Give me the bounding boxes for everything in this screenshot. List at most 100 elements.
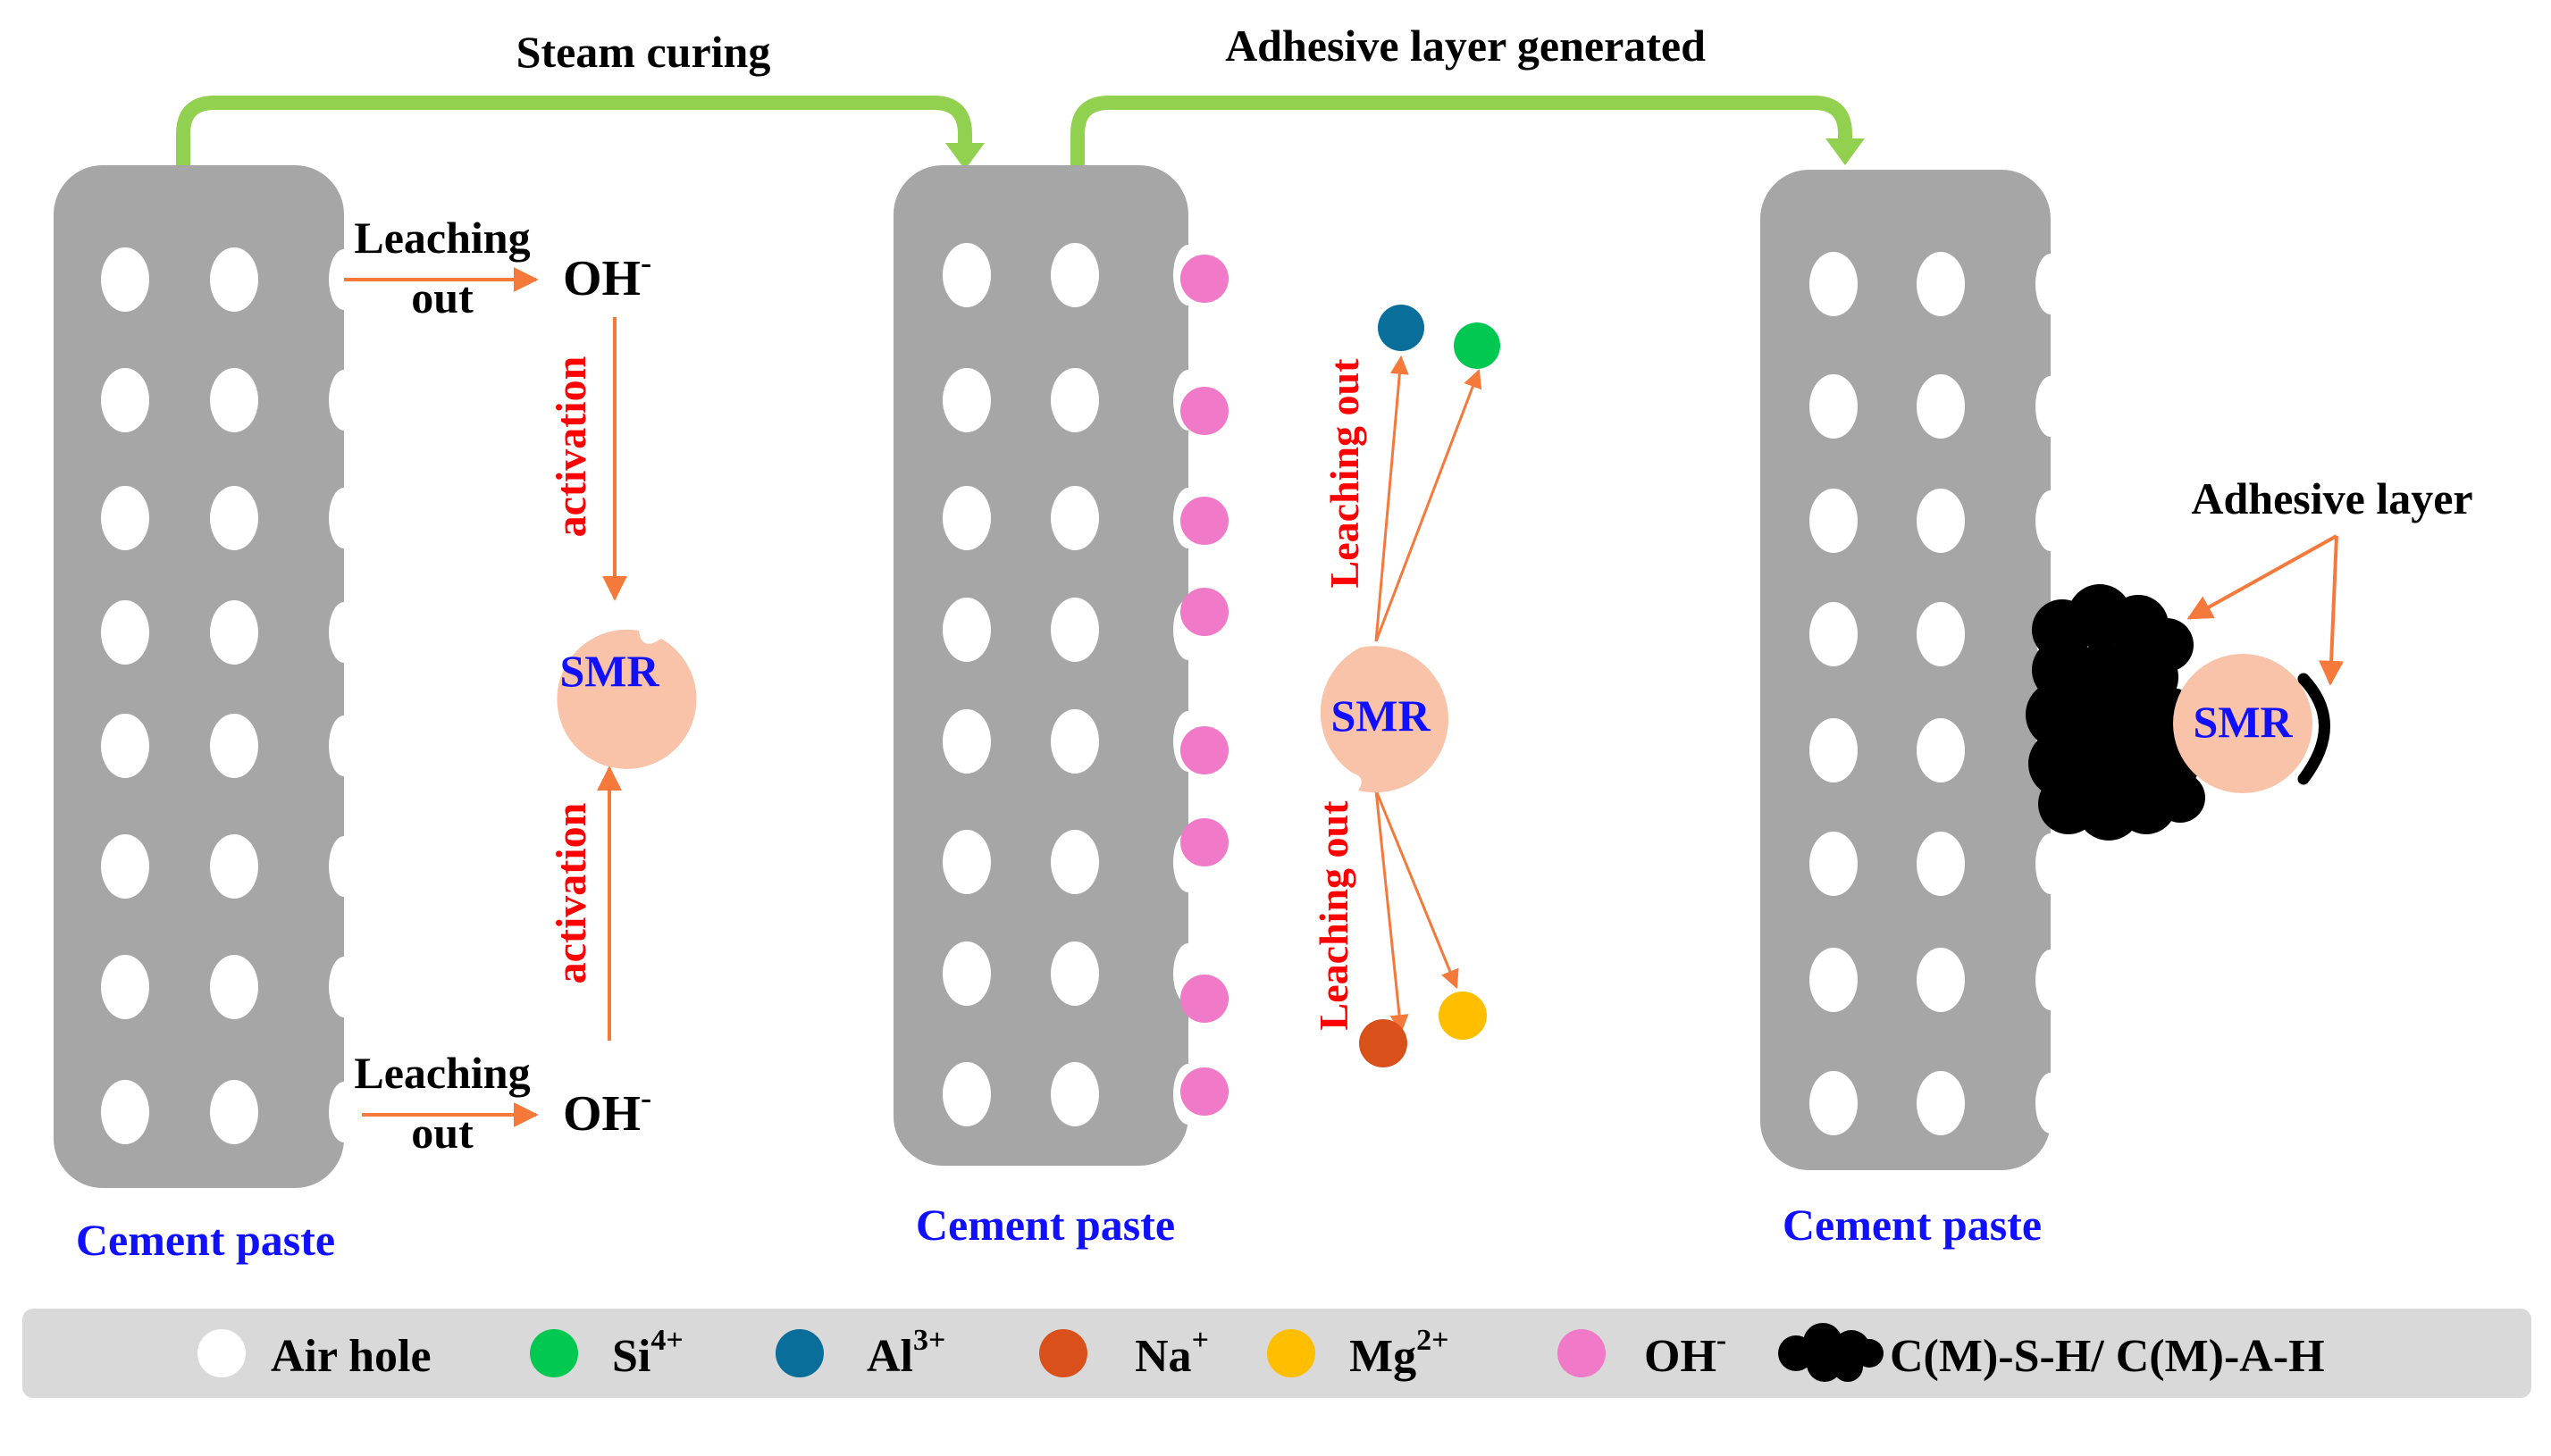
- cement-paste-caption-3: Cement paste: [1783, 1200, 2042, 1250]
- air-hole: [1917, 718, 1965, 782]
- leaching-out-bottom-line1: Leaching: [354, 1048, 530, 1098]
- smr-label-2: SMR: [1330, 690, 1431, 741]
- oh-ion: [1180, 1067, 1229, 1116]
- activation-label-top: activation: [548, 356, 595, 538]
- oh-ion-icon: [1557, 1329, 1606, 1377]
- air-hole: [1051, 598, 1099, 662]
- air-hole-edge: [329, 602, 359, 663]
- legend-label-air-hole: Air hole: [271, 1331, 432, 1382]
- smr-label-1: SMR: [559, 646, 659, 696]
- air-hole: [1809, 1071, 1858, 1135]
- air-hole: [1809, 948, 1858, 1012]
- gel-blob: [2155, 773, 2205, 823]
- cement-paste-block-1: [54, 165, 344, 1188]
- cement-paste-block-2: [894, 165, 1188, 1166]
- smr-particle-3: [2173, 654, 2312, 793]
- activation-label-bottom: activation: [548, 803, 595, 984]
- air-hole-edge: [329, 488, 359, 548]
- air-hole: [1809, 374, 1858, 439]
- legend-label-csh: C(M)-S-H/ C(M)-A-H: [1890, 1331, 2325, 1382]
- air-hole: [101, 834, 149, 899]
- air-hole: [101, 247, 149, 312]
- mg-ion-icon: [1267, 1329, 1315, 1377]
- air-hole: [1051, 709, 1099, 774]
- air-hole: [943, 1062, 991, 1126]
- air-hole: [210, 368, 258, 432]
- cement-paste-caption-2: Cement paste: [916, 1200, 1175, 1250]
- air-hole: [101, 714, 149, 778]
- air-hole: [101, 600, 149, 665]
- air-hole: [1917, 948, 1965, 1012]
- air-hole: [101, 486, 149, 550]
- al-ion-icon: [776, 1329, 824, 1377]
- al-ion: [1378, 305, 1424, 351]
- oh-ion: [1180, 255, 1229, 303]
- adhesive-arrow-gel: [2186, 534, 2337, 620]
- air-hole: [1051, 830, 1099, 894]
- air-hole: [1809, 718, 1858, 782]
- air-hole-edge: [2035, 1073, 2066, 1134]
- air-hole-edge: [329, 836, 359, 897]
- air-hole: [1051, 486, 1099, 550]
- legend-label-na: Na+: [1135, 1324, 1209, 1382]
- legend-label-si: Si4+: [612, 1324, 684, 1382]
- air-hole: [1051, 1062, 1099, 1126]
- cement-paste-caption-1: Cement paste: [76, 1215, 335, 1265]
- air-hole: [210, 834, 258, 899]
- leaching-out-top-line1: Leaching: [354, 213, 530, 263]
- air-hole: [1917, 602, 1965, 666]
- leaching-out-down-label: Leaching out: [1311, 800, 1356, 1031]
- oh-ion: [1180, 818, 1229, 866]
- steam-curing-arrow: [176, 96, 985, 170]
- air-hole: [943, 486, 991, 550]
- air-hole-edge: [2035, 254, 2066, 314]
- oh-label-bottom: OH-: [563, 1080, 651, 1142]
- leaching-out-up-label: Leaching out: [1322, 358, 1367, 589]
- air-hole: [1917, 252, 1965, 316]
- air-hole: [943, 709, 991, 774]
- air-hole-edge: [2035, 833, 2066, 894]
- legend-label-mg: Mg2+: [1349, 1324, 1448, 1382]
- air-hole: [210, 486, 258, 550]
- air-hole: [210, 247, 258, 312]
- air-hole-icon: [197, 1329, 246, 1377]
- adhesive-layer-generated-label: Adhesive layer generated: [1225, 21, 1706, 71]
- air-hole: [943, 830, 991, 894]
- adhesive-arrow-crescent: [2319, 535, 2345, 686]
- air-hole: [1917, 374, 1965, 439]
- smr-particle-2: [1320, 646, 1448, 793]
- leach-arrow-si: [1374, 369, 1482, 642]
- air-hole: [210, 955, 258, 1019]
- smr-particle-1: [557, 629, 697, 769]
- oh-ions-surface: [1180, 255, 1229, 1116]
- air-hole: [1051, 243, 1099, 307]
- air-hole-edge: [329, 957, 359, 1017]
- air-hole: [1051, 368, 1099, 432]
- air-hole-edge: [2035, 950, 2066, 1010]
- air-hole: [101, 1080, 149, 1144]
- adhesive-generation-arrow: [1070, 96, 1865, 165]
- oh-ion: [1180, 726, 1229, 774]
- air-hole-edge: [329, 1082, 359, 1142]
- panel-3: SMR Adhesive layer Cement paste: [1783, 473, 2473, 1250]
- gel-cluster-icon: [1778, 1323, 1884, 1382]
- adhesive-crescent: [2297, 673, 2330, 785]
- oh-ion: [1180, 588, 1229, 636]
- air-hole: [943, 598, 991, 662]
- air-hole: [943, 243, 991, 307]
- smr-label-3: SMR: [2193, 697, 2293, 747]
- air-hole: [1809, 832, 1858, 896]
- adhesive-layer-label: Adhesive layer: [2191, 473, 2472, 523]
- oh-ion: [1180, 387, 1229, 435]
- leach-arrow-al: [1374, 355, 1409, 642]
- air-holes: [101, 243, 2066, 1144]
- air-hole: [210, 1080, 258, 1144]
- mg-ion: [1439, 992, 1487, 1040]
- air-hole-edge: [329, 715, 359, 776]
- air-hole: [1917, 832, 1965, 896]
- air-hole: [210, 600, 258, 665]
- air-hole: [943, 368, 991, 432]
- legend-label-al: Al3+: [867, 1324, 945, 1382]
- oh-ion: [1180, 497, 1229, 545]
